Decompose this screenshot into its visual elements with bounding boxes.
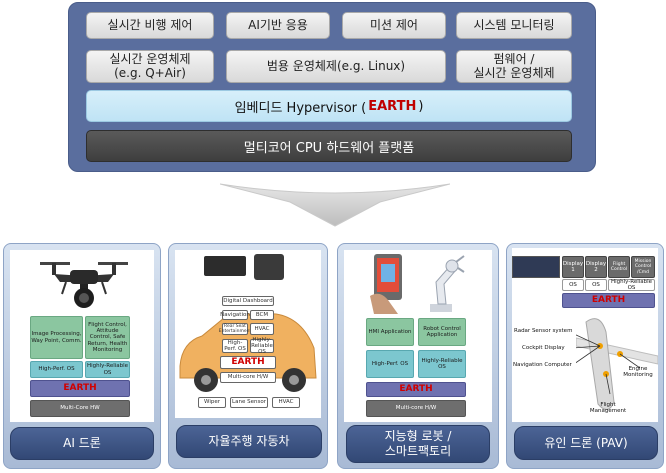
pav-callout-cockpit: Cockpit Display xyxy=(522,345,565,351)
pav-header-flight-control: Flight Control xyxy=(608,256,630,278)
realtime-flight-control-box: 실시간 비행 제어 xyxy=(86,12,214,39)
ai-drone-os-right: Highly-Reliable OS xyxy=(85,361,130,378)
robot-os-right: Highly-Reliable OS xyxy=(418,350,466,378)
car-digital-dashboard: Digital Dashboard xyxy=(222,296,274,306)
pav-header-display2: Display 2 xyxy=(585,256,607,278)
mission-control-box: 미션 제어 xyxy=(342,12,446,39)
car-icon xyxy=(179,313,317,392)
card-smart-robot-label: 지능형 로봇 / 스마트팩토리 xyxy=(346,425,490,463)
pav-aircraft-icon xyxy=(576,318,658,410)
car-highly-reliable-os: Highly-Reliable OS xyxy=(250,336,274,356)
general-os-box: 범용 운영체제(e.g. Linux) xyxy=(226,50,446,83)
pav-hypervisor: EARTH xyxy=(562,293,655,308)
car-hw: Multi-core H/W xyxy=(220,372,276,383)
ai-drone-hypervisor: EARTH xyxy=(30,380,130,397)
pav-os-1: OS xyxy=(562,279,584,291)
card-autonomous-car-label: 자율주행 자동차 xyxy=(176,425,322,458)
ai-application-box: AI기반 응용 xyxy=(226,12,330,39)
car-hypervisor: EARTH xyxy=(220,356,276,369)
pav-callout-navigation: Navigation Computer xyxy=(513,362,572,368)
firmware-box: 펌웨어 / 실시간 운영체제 xyxy=(456,50,572,83)
car-hvac-top: HVAC xyxy=(250,323,274,335)
card-ai-drone-label: AI 드론 xyxy=(10,427,154,460)
robot-app-right: Robot Control Application xyxy=(418,318,466,346)
ai-drone-app-right: Flight Control, Attitude Control, Safe R… xyxy=(85,316,130,359)
robot-os-left: High-Perf. OS xyxy=(366,350,414,378)
car-navigation: Navigation xyxy=(220,310,250,320)
pav-callout-radar: Radar Sensor system xyxy=(514,328,573,334)
ai-drone-hw: Multi-Core HW xyxy=(30,400,130,417)
pav-header-display1: Display 1 xyxy=(562,256,584,278)
card-pav-label: 유인 드론 (PAV) xyxy=(514,426,658,460)
system-monitoring-box: 시스템 모니터링 xyxy=(456,12,572,39)
car-wiper: Wiper xyxy=(198,397,226,408)
headrest-screen-photo xyxy=(254,254,284,280)
ai-drone-os-left: High-Perf. OS xyxy=(30,361,83,378)
cpu-platform-bar: 멀티코어 CPU 하드웨어 플랫폼 xyxy=(86,130,572,162)
robot-hw: Multi-core H/W xyxy=(366,400,466,417)
rtos-box: 실시간 운영체제 (e.g. Q+Air) xyxy=(86,50,214,83)
pav-os-reliable: Highly-Reliable OS xyxy=(608,279,655,291)
dashboard-photo xyxy=(204,256,246,276)
car-lane-sensor: Lane Sensor xyxy=(230,397,268,408)
ai-drone-app-left: Image Processing, Way Point, Comm. xyxy=(30,316,83,359)
car-high-perf-os: High-Perf. OS xyxy=(222,339,248,353)
tablet-hand-icon xyxy=(370,254,402,314)
car-bcm: BCM xyxy=(250,310,274,320)
pav-header-mission-control: Mission Control /Cmd xyxy=(631,256,655,278)
cockpit-photo xyxy=(512,256,560,278)
pav-callout-engine: Engine Monitoring xyxy=(623,366,653,378)
drone-icon xyxy=(40,262,128,308)
pav-os-2: OS xyxy=(585,279,607,291)
car-hvac-bottom: HVAC xyxy=(272,397,300,408)
robot-hypervisor: EARTH xyxy=(366,382,466,397)
robot-app-left: HMI Application xyxy=(366,318,414,346)
robot-arm-icon xyxy=(430,255,465,312)
car-rear-seat: Rear Seat Entertainment xyxy=(218,323,252,335)
pav-callout-flight: Flight Management xyxy=(589,402,627,414)
hypervisor-bar: 임베디드 Hypervisor (EARTH) xyxy=(86,90,572,122)
funnel-arrow xyxy=(220,183,450,227)
